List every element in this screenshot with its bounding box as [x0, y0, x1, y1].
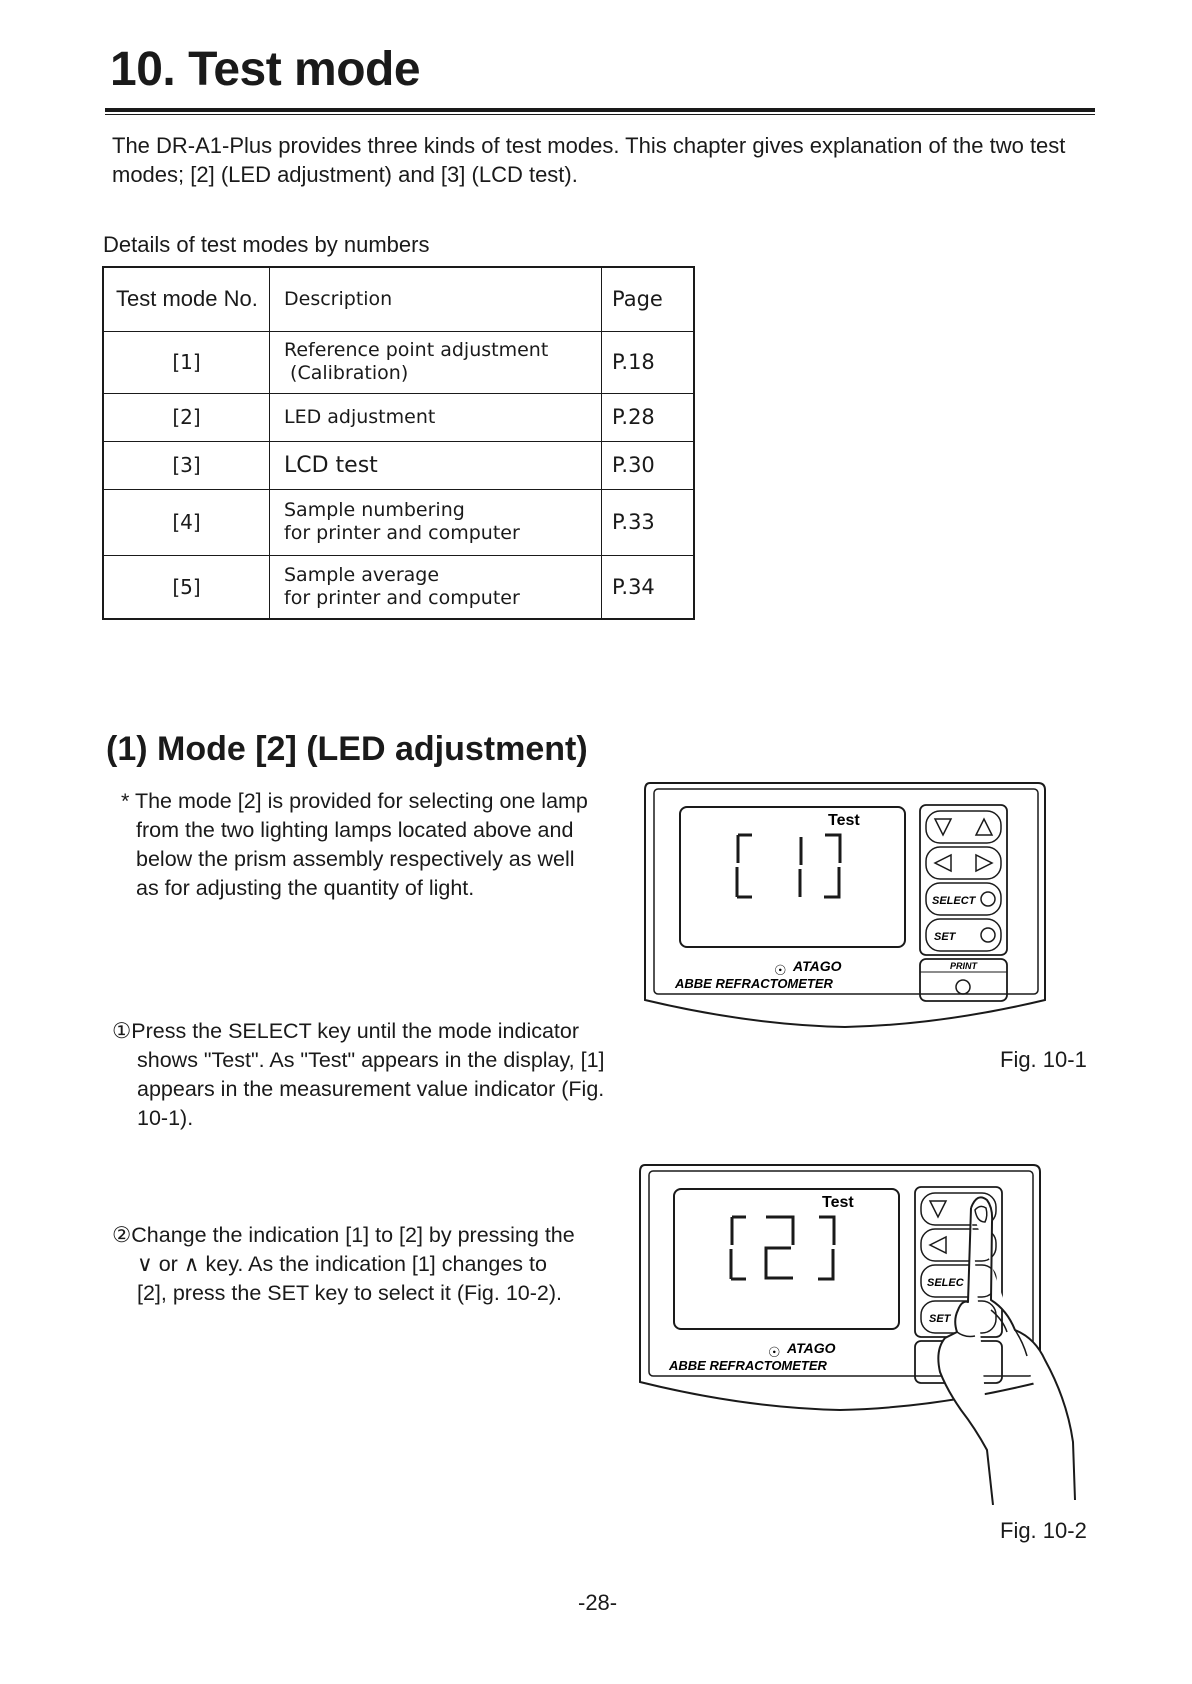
mode-page: P.18 [601, 330, 695, 394]
select-key[interactable] [925, 882, 1002, 916]
table-row: [2] LED adjustment P.28 [102, 392, 695, 442]
step-2: ②Change the indication [1] to [2] by pre… [112, 1221, 577, 1308]
figure-caption-10-2: Fig. 10-2 [1000, 1518, 1087, 1543]
title-rule-thin [105, 114, 1095, 115]
print-key-label: PRINT [950, 961, 979, 971]
select-key-label: SELEC [927, 1277, 965, 1289]
mode-page: P.30 [601, 440, 695, 490]
model-label: ABBE REFRACTOMETER [674, 976, 834, 991]
select-key-button-icon [980, 891, 996, 907]
mode-number: [5] [102, 554, 270, 620]
step-1-text: Press the SELECT key until the mode indi… [131, 1019, 605, 1130]
description-line-2: for printer and computer [284, 586, 520, 609]
header-no: Test mode No. [102, 266, 270, 332]
mode-number: [3] [102, 440, 270, 490]
step-1-marker: ① [112, 1019, 132, 1043]
test-modes-table: Test mode No. Description Page [1] Refer… [102, 266, 695, 620]
mode-description: LCD test [269, 440, 602, 490]
left-right-key[interactable] [920, 1228, 997, 1262]
mode-indicator-test: Test [828, 812, 860, 829]
note-text: The mode [2] is provided for selecting o… [134, 789, 588, 900]
step-2-marker: ② [112, 1223, 132, 1247]
display-segments-1 [735, 833, 842, 899]
table-header-row: Test mode No. Description Page [102, 266, 695, 332]
table-row: [3] LCD test P.30 [102, 440, 695, 490]
up-down-key[interactable] [920, 1192, 997, 1226]
brand-mark-icon: ☉ [768, 1344, 781, 1360]
set-key-button-icon [980, 927, 996, 943]
mode-description: LED adjustment [269, 392, 602, 442]
step-2-text: Change the indication [1] to [2] by pres… [131, 1223, 575, 1305]
up-down-key[interactable] [925, 810, 1002, 844]
header-description: Description [269, 266, 602, 332]
down-arrow-icon [933, 818, 953, 837]
hand-pressing-key-icon [937, 1196, 1076, 1505]
mode-page: P.28 [601, 392, 695, 442]
description-line-1: Sample numbering [284, 499, 465, 521]
left-arrow-icon [928, 1235, 947, 1255]
figure-10-2-refractometer-press-key: Test ATAGO ☉ ABBE REFRACTOMETER SELEC SE… [639, 1164, 1076, 1505]
display-segments-2 [729, 1215, 836, 1281]
mode-description: Reference point adjustment (Calibration) [269, 330, 602, 394]
description-line-2: for printer and computer [284, 522, 520, 544]
description-line-1: Reference point adjustment [284, 339, 549, 361]
left-arrow-icon [933, 853, 952, 873]
print-key-button-icon [955, 979, 971, 995]
header-page: Page [601, 266, 695, 332]
table-row: [1] Reference point adjustment (Calibrat… [102, 330, 695, 394]
intro-paragraph: The DR-A1-Plus provides three kinds of t… [112, 133, 1066, 187]
mode-page: P.33 [601, 488, 695, 556]
set-key-label: SET [929, 1313, 952, 1325]
up-arrow-icon [974, 817, 994, 836]
step-1: ①Press the SELECT key until the mode ind… [112, 1017, 607, 1133]
table-caption: Details of test modes by numbers [103, 232, 430, 257]
right-arrow-icon [975, 853, 994, 873]
set-key[interactable] [925, 918, 1002, 952]
figure-caption-10-1: Fig. 10-1 [1000, 1047, 1087, 1072]
page-number: -28- [578, 1590, 618, 1615]
set-key-label: SET [934, 931, 957, 943]
mode-number: [2] [102, 392, 270, 442]
section-title: (1) Mode [2] (LED adjustment) [106, 730, 588, 768]
figure-10-1-refractometer-panel: Test ATAGO ☉ ABBE REFRACTOMETER SELECT S… [644, 782, 1046, 1029]
description-line-1: Sample average [284, 563, 440, 586]
mode-page: P.34 [601, 554, 695, 620]
brand-logo: ATAGO [786, 1340, 836, 1356]
print-key[interactable] [919, 958, 1008, 1002]
mode-note: * The mode [2] is provided for selecting… [113, 787, 591, 903]
mode-number: [4] [102, 488, 270, 556]
select-key-label: SELECT [932, 895, 977, 907]
description-line-2: (Calibration) [284, 362, 409, 384]
title-rule [105, 108, 1095, 112]
brand-mark-icon: ☉ [774, 962, 787, 978]
model-label: ABBE REFRACTOMETER [668, 1358, 828, 1373]
page-title: 10. Test mode [110, 43, 421, 96]
left-right-key[interactable] [925, 846, 1002, 880]
brand-logo: ATAGO [792, 958, 842, 974]
mode-number: [1] [102, 330, 270, 394]
mode-indicator-test: Test [822, 1194, 854, 1211]
down-arrow-icon [928, 1200, 948, 1219]
note-mark: * [121, 789, 135, 813]
